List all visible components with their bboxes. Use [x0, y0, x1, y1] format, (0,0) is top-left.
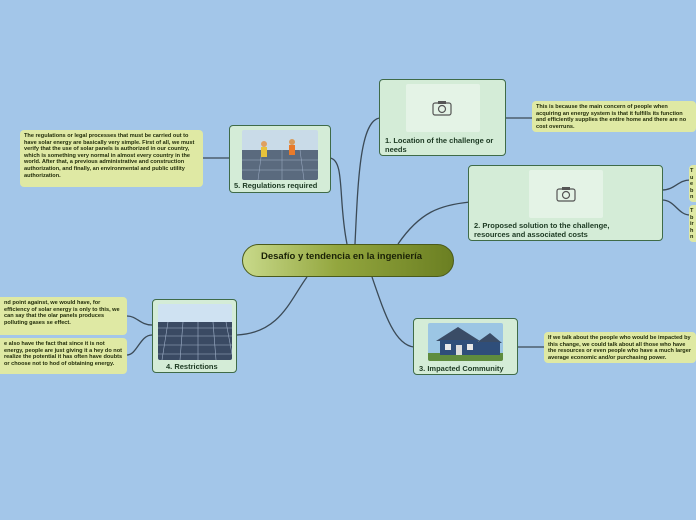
topic-restrictions-label: 4. Restrictions — [166, 362, 236, 371]
topic-location[interactable]: 1. Location of the challenge or needs — [379, 79, 506, 156]
note-restrictions-1[interactable]: nd point against, we would have, for eff… — [0, 297, 127, 335]
link-note-solution-2 — [662, 200, 690, 215]
link-community — [372, 277, 414, 347]
note-regulations-text: The regulations or legal processes that … — [24, 133, 194, 179]
note-solution-2[interactable]: T b ir h n — [689, 205, 696, 242]
note-restrictions-2-text: e also have the fact that since it is no… — [4, 341, 122, 367]
link-note-restrictions-2 — [127, 335, 152, 355]
topic-location-label: 1. Location of the challenge or needs — [385, 136, 500, 154]
link-location — [355, 118, 380, 244]
note-location-text: This is because the main concern of peop… — [536, 104, 686, 130]
topic-regulations[interactable]: 5. Regulations required — [229, 125, 331, 193]
note-community-text: If we talk about the people who would be… — [548, 335, 691, 361]
link-note-solution-1 — [662, 180, 690, 190]
link-solution — [398, 202, 470, 244]
topic-regulations-label: 5. Regulations required — [234, 181, 332, 190]
link-note-restrictions-1 — [127, 316, 152, 325]
link-regulations — [330, 158, 347, 244]
note-restrictions-1-text: nd point against, we would have, for eff… — [4, 300, 120, 326]
link-restrictions — [237, 277, 307, 335]
workers-photo — [242, 130, 318, 180]
central-topic[interactable]: Desafío y tendencia en la ingeniería — [242, 244, 454, 277]
note-solution-1[interactable]: T u e b n — [689, 165, 696, 202]
note-restrictions-2[interactable]: e also have the fact that since it is no… — [0, 338, 127, 374]
central-topic-title: Desafío y tendencia en la ingeniería — [261, 251, 422, 262]
topic-community[interactable]: 3. Impacted Community — [413, 318, 518, 375]
note-solution-2-text: T b ir h n — [690, 208, 694, 240]
topic-community-label: 3. Impacted Community — [419, 364, 519, 373]
note-location[interactable]: This is because the main concern of peop… — [532, 101, 696, 132]
topic-restrictions[interactable]: 4. Restrictions — [152, 299, 237, 373]
house-photo — [428, 323, 503, 361]
topic-solution-label: 2. Proposed solution to the challenge, r… — [474, 221, 634, 239]
camera-icon — [432, 100, 452, 116]
note-regulations[interactable]: The regulations or legal processes that … — [20, 130, 203, 187]
solar-farm-photo — [158, 304, 232, 360]
topic-solution[interactable]: 2. Proposed solution to the challenge, r… — [468, 165, 663, 241]
camera-icon — [556, 186, 576, 202]
note-community[interactable]: If we talk about the people who would be… — [544, 332, 696, 363]
note-solution-1-text: T u e b n — [690, 168, 693, 200]
